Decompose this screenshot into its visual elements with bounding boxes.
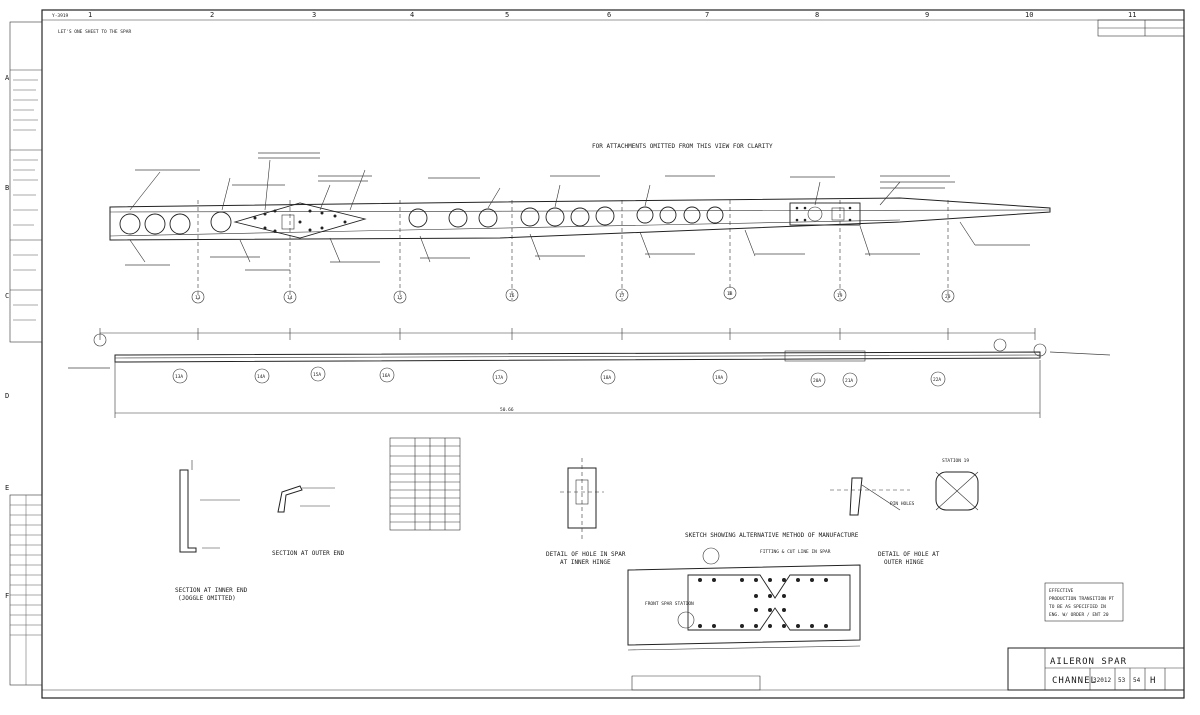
station-label: 13A [175,374,183,380]
section-inner-subtitle: (JOGGLE OMITTED) [178,595,236,602]
sheet-border [41,9,1185,699]
station-label: 18 [727,291,733,297]
spar-edge-view: 13A 14A 15A 16A 17A 18A 19A 20A 21A 22A [68,338,1111,388]
detail-outer-title: DETAIL OF HOLE AT [878,551,940,558]
detail-inner-subtitle: AT INNER HINGE [560,559,611,566]
alt-method-note: SKETCH SHOWING ALTERNATIVE METHOD OF MAN… [685,532,859,539]
detail-inner-hinge: DETAIL OF HOLE IN SPAR AT INNER HINGE [546,458,626,566]
stamp-line-3: TO BE AS SPECIFIED IN [1049,604,1106,610]
grid-row-e: E [5,484,9,492]
drawing-subtitle: CHANNEL [1052,676,1097,686]
grid-col-3: 3 [312,11,316,19]
grid-labels-top: 1 2 3 4 5 6 7 8 9 10 11 Y-3919 LET'S ONE… [52,11,1136,35]
station-19-label: STATION 19 [942,458,969,464]
station-label: 20A [813,378,821,384]
station-label: 21A [845,378,853,384]
station-label: 17 [619,293,625,299]
top-note: LET'S ONE SHEET TO THE SPAR [58,29,131,35]
station-label: 16A [382,373,390,379]
hole-table [389,437,461,531]
pin-holes-note: PIN HOLES [890,501,915,507]
station-label: 14A [257,374,265,380]
section-inner-title: SECTION AT INNER END [175,587,248,594]
sheet-number-a: 53 [1118,677,1126,684]
station-label: 16 [509,293,515,299]
grid-row-f: F [5,592,9,600]
station-dimension-row [93,328,1036,347]
grid-col-10: 10 [1025,11,1033,19]
stamp-line-1: EFFECTIVE [1049,588,1074,594]
station-label: 15A [313,372,321,378]
drawing-title: AILERON SPAR [1050,657,1127,667]
alternative-method-sketch: SKETCH SHOWING ALTERNATIVE METHOD OF MAN… [627,532,861,691]
front-spar-note: FRONT SPAR STATION [645,601,694,607]
fitting-note: FITTING & CUT LINE IN SPAR [760,549,831,555]
grid-row-b: B [5,184,9,192]
title-block: AILERON SPAR CHANNEL 32012 53 54 H [1007,647,1185,691]
station-label: 13 [195,295,201,301]
stamp-line-2: PRODUCTION TRANSITION PT [1049,596,1114,602]
grid-col-8: 8 [815,11,819,19]
station-label: 17A [495,375,503,381]
revision-letter: H [1150,676,1156,686]
station-label: 15 [397,295,403,301]
drawing-number: 32012 [1093,677,1111,684]
station-label: 20 [945,294,951,300]
detail-outer-subtitle: OUTER HINGE [884,559,924,566]
sheet-number-b: 54 [1133,677,1141,684]
stamp-line-4: ENG. W/ ORDER / ENT 20 [1049,612,1109,618]
section-outer-end: SECTION AT OUTER END [272,485,345,557]
callout-text [125,152,1030,271]
grid-labels-left: A B C D E F [5,74,10,600]
spar-plan-view [109,197,1051,241]
grid-col-11: 11 [1128,11,1136,19]
grid-col-5: 5 [505,11,509,19]
grid-col-4: 4 [410,11,414,19]
production-stamp: EFFECTIVE PRODUCTION TRANSITION PT TO BE… [1044,582,1124,622]
overall-dimension: 50.66 [114,360,1041,418]
grid-col-1: 1 [88,11,92,19]
revision-block-top [1097,19,1185,37]
station-19-view: STATION 19 [935,458,979,511]
attachments-note: FOR ATTACHMENTS OMITTED FROM THIS VIEW F… [592,143,773,150]
grid-col-7: 7 [705,11,709,19]
station-label: 18A [603,375,611,381]
section-inner-end: SECTION AT INNER END (JOGGLE OMITTED) [175,460,248,602]
corner-note: Y-3919 [52,13,69,19]
detail-inner-title: DETAIL OF HOLE IN SPAR [546,551,626,558]
grid-col-6: 6 [607,11,611,19]
station-label: 19A [715,375,723,381]
grid-col-9: 9 [925,11,929,19]
station-label: 22A [933,377,941,383]
station-markers: 13 14 15 16 17 18 19 20 [191,200,955,304]
grid-col-2: 2 [210,11,214,19]
grid-row-d: D [5,392,9,400]
station-label: 14 [287,295,293,301]
station-label: 19 [837,293,843,299]
grid-row-a: A [5,74,10,82]
detail-outer-hinge: PIN HOLES DETAIL OF HOLE AT OUTER HINGE [830,477,940,566]
overall-dimension-value: 50.66 [500,407,514,413]
revision-column [9,21,43,686]
grid-row-c: C [5,292,9,300]
section-outer-title: SECTION AT OUTER END [272,550,345,557]
